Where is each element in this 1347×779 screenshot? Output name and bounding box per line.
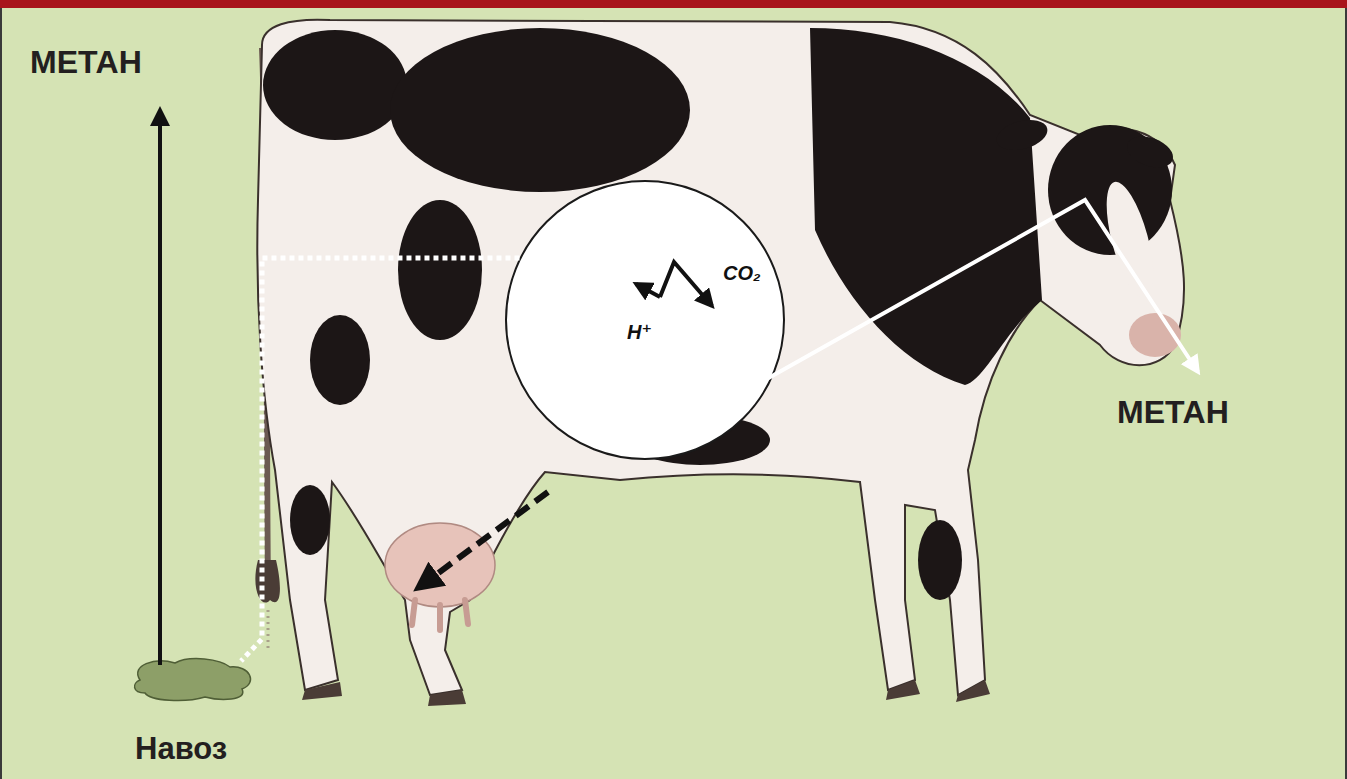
cow-blaze	[1097, 177, 1163, 302]
cow-patch	[918, 520, 962, 600]
cow-patch	[310, 315, 370, 405]
cow-ear	[993, 115, 1050, 156]
falling-dung	[267, 610, 270, 650]
cow-patch	[810, 28, 1042, 385]
cow-hooves	[302, 680, 990, 706]
node-title: Навоз	[135, 731, 227, 767]
blob-outline	[130, 655, 255, 700]
chemical-symbol: H⁺	[627, 320, 652, 344]
manure-pile: Навоз	[130, 655, 255, 700]
cow-patch	[263, 30, 407, 140]
methane-rise-arrow	[158, 110, 162, 665]
manure-blob	[135, 659, 251, 701]
gas-label: МЕТАН	[1117, 394, 1229, 430]
dotted-connector	[241, 258, 519, 661]
circle-outline	[506, 181, 784, 459]
gas-label: МЕТАН	[30, 44, 142, 80]
header-bar	[0, 0, 1347, 8]
cow-body	[257, 20, 1184, 695]
cow-patch	[390, 28, 690, 192]
frame-line	[1345, 8, 1347, 779]
cow-teats	[412, 600, 468, 630]
rumen-circle: H⁺ CO₂	[505, 180, 785, 460]
exchange-arrow	[636, 284, 660, 297]
exchange-arrow	[660, 262, 712, 306]
cow-ear	[1123, 131, 1178, 174]
cow-udder	[385, 523, 495, 607]
cow-patch	[398, 200, 482, 340]
circle-outline	[505, 180, 785, 460]
cow-patch	[290, 485, 330, 555]
cow-muzzle	[1129, 313, 1181, 357]
methane-flow-arrow	[765, 200, 1198, 380]
frame-line	[0, 8, 2, 779]
tail-tuft	[255, 560, 280, 603]
chemical-symbol: CO₂	[723, 262, 761, 285]
milk-flow-arrow	[418, 492, 548, 588]
